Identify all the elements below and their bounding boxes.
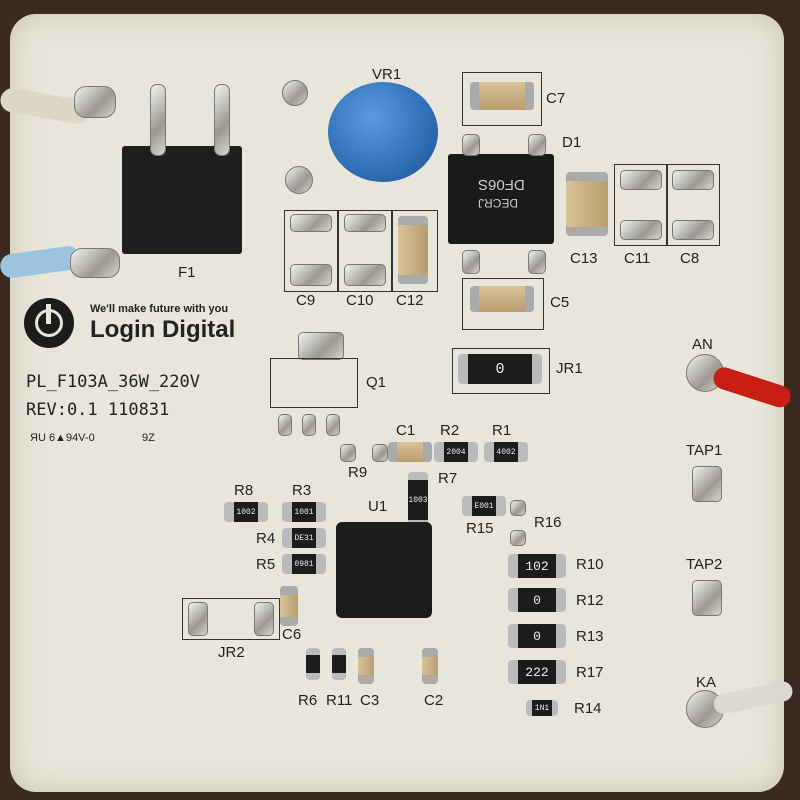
resistor-r7: 1003 — [408, 472, 428, 528]
capacitor-c6 — [280, 586, 298, 626]
resistor-r1: 4002 — [484, 442, 528, 462]
label-jr2: JR2 — [218, 644, 245, 661]
resistor-r5: 0981 — [282, 554, 326, 574]
terminal-tap1[interactable] — [692, 466, 722, 502]
label-r5: R5 — [256, 556, 276, 573]
capacitor-c12 — [398, 216, 428, 284]
resistor-r15: E001 — [462, 496, 506, 516]
label-r14: R14 — [574, 700, 602, 717]
jumper-jr1: 0 — [458, 354, 542, 384]
brand-tagline: We'll make future with you — [90, 303, 229, 315]
label-c6: C6 — [282, 626, 302, 643]
label-r3: R3 — [292, 482, 312, 499]
capacitor-c3 — [358, 648, 374, 684]
label-c10: C10 — [346, 292, 374, 309]
resistor-r3: 1001 — [282, 502, 326, 522]
capacitor-c13 — [566, 172, 608, 236]
label-r7: R7 — [438, 470, 458, 487]
label-r15: R15 — [466, 520, 494, 537]
label-tap2: TAP2 — [686, 556, 723, 573]
resistor-r6: 1002 — [306, 648, 320, 680]
cert-mark: ЯU 6▲94V-0 — [30, 432, 95, 444]
ic-u1 — [336, 522, 432, 618]
label-c5: C5 — [550, 294, 570, 311]
power-logo-icon — [24, 298, 74, 348]
label-c7: C7 — [546, 90, 566, 107]
label-r13: R13 — [576, 628, 604, 645]
label-c1: C1 — [396, 422, 416, 439]
label-d1: D1 — [562, 134, 582, 151]
label-tap1: TAP1 — [686, 442, 723, 459]
label-r17: R17 — [576, 664, 604, 681]
resistor-r14: 1N1 — [526, 700, 558, 716]
label-c13: C13 — [570, 250, 598, 267]
label-r11: R11 — [326, 692, 353, 709]
label-c3: C3 — [360, 692, 380, 709]
terminal-tap2[interactable] — [692, 580, 722, 616]
label-vr1: VR1 — [372, 66, 402, 83]
label-ka: KA — [696, 674, 717, 691]
resistor-r10: 102 — [508, 554, 566, 578]
fuse-f1 — [122, 146, 242, 254]
label-r8: R8 — [234, 482, 254, 499]
resistor-r17: 222 — [508, 660, 566, 684]
brand-name: Login Digital — [90, 316, 236, 343]
resistor-r12: 0 — [508, 588, 566, 612]
resistor-r8: 1002 — [224, 502, 268, 522]
label-r2: R2 — [440, 422, 460, 439]
label-r9: R9 — [348, 464, 368, 481]
label-c11: C11 — [624, 250, 651, 267]
label-c2: C2 — [424, 692, 444, 709]
capacitor-c7 — [470, 82, 534, 110]
resistor-r11 — [332, 648, 346, 680]
board-model: PL_F103A_36W_220V — [26, 372, 200, 392]
capacitor-c5 — [470, 286, 534, 312]
label-jr1: JR1 — [556, 360, 583, 377]
label-u1: U1 — [368, 498, 388, 515]
label-r10: R10 — [576, 556, 604, 573]
label-c9: C9 — [296, 292, 316, 309]
red-wire — [710, 364, 794, 411]
label-c12: C12 — [396, 292, 424, 309]
label-f1: F1 — [178, 264, 196, 281]
pcb-board: We'll make future with you Login Digital… — [0, 14, 795, 792]
label-r6: R6 — [298, 692, 318, 709]
label-r16: R16 — [534, 514, 562, 531]
date-code: 9Z — [142, 432, 155, 444]
resistor-r13: 0 — [508, 624, 566, 648]
board-revision: REV:0.1 110831 — [26, 400, 170, 420]
label-an: AN — [692, 336, 713, 353]
capacitor-c1 — [388, 442, 432, 462]
label-c8: C8 — [680, 250, 700, 267]
label-q1: Q1 — [366, 374, 387, 391]
resistor-r2: 2004 — [434, 442, 478, 462]
capacitor-c2 — [422, 648, 438, 684]
varistor-vr1 — [328, 82, 438, 182]
label-r12: R12 — [576, 592, 604, 609]
bridge-rectifier-d1: DF06S DECRJ — [448, 154, 554, 244]
label-r1: R1 — [492, 422, 512, 439]
resistor-r4: DE31 — [282, 528, 326, 548]
white-wire-ka — [711, 679, 795, 716]
label-r4: R4 — [256, 530, 276, 547]
